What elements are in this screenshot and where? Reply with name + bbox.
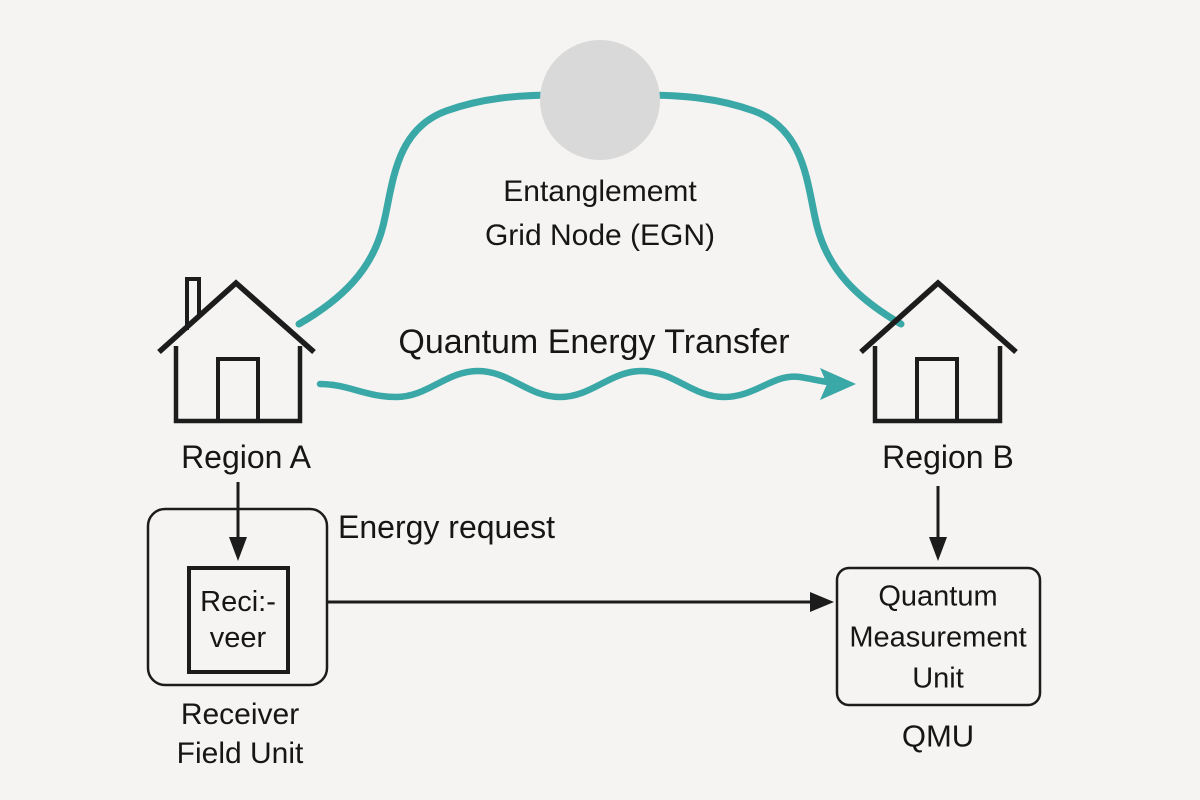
receiver-inner-line2: veer xyxy=(209,622,267,654)
egn-node-label: Entanglememt Grid Node (EGN) xyxy=(485,170,715,258)
energy-request-arrow xyxy=(328,592,834,612)
quantum-energy-transfer-label: Quantum Energy Transfer xyxy=(398,323,790,361)
arrow-region-a-to-receiver xyxy=(229,482,247,561)
egn-label-line1: Entanglememt xyxy=(503,175,697,208)
receiver-field-unit-caption: Receiver Field Unit xyxy=(177,695,304,773)
receiver-caption-line1: Receiver xyxy=(180,698,300,731)
energy-transfer-wavy-arrow xyxy=(316,367,832,401)
receiver-inner-label: Reci:- veer xyxy=(200,584,276,656)
receiver-caption-line2: Field Unit xyxy=(176,737,304,770)
qmu-box-line2: Measurement xyxy=(849,621,1027,654)
receiver-field-unit-box xyxy=(146,507,329,687)
entanglement-link-left xyxy=(295,91,562,328)
region-a-label: Region A xyxy=(181,439,311,475)
arrow-region-b-to-qmu xyxy=(929,486,947,561)
qmu-box-label: Quantum Measurement Unit xyxy=(849,577,1026,700)
energy-transfer-arrowhead-icon xyxy=(820,368,856,400)
qmu-caption: QMU xyxy=(901,718,975,754)
region-b-label: Region B xyxy=(882,439,1014,475)
house-b-icon xyxy=(859,279,1018,424)
egn-node-circle xyxy=(540,40,660,160)
egn-label-line2: Grid Node (EGN) xyxy=(484,219,716,252)
receiver-inner-box xyxy=(187,566,290,674)
entanglement-link-right xyxy=(638,91,905,328)
qmu-box-line1: Quantum xyxy=(878,580,998,613)
house-a-icon xyxy=(157,277,316,424)
receiver-inner-line1: Reci:- xyxy=(200,586,276,618)
qmu-box xyxy=(835,566,1042,707)
energy-request-label: Energy request xyxy=(338,509,556,545)
qmu-box-line3: Unit xyxy=(912,662,964,695)
